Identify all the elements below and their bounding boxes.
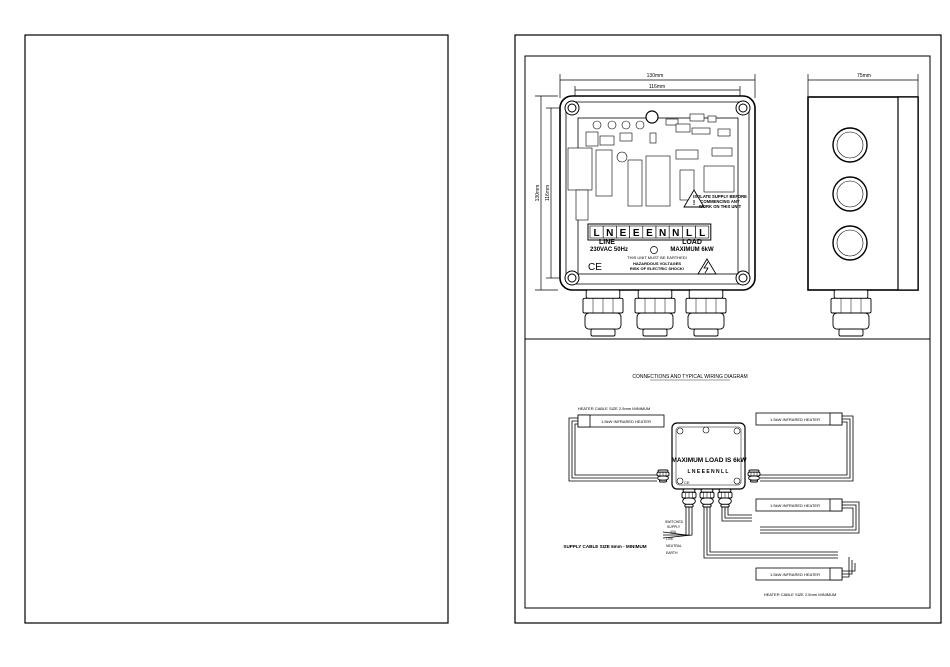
wire [760, 507, 854, 528]
wire [760, 501, 860, 534]
exclamation-glyph: ! [693, 200, 695, 207]
terminal-letter: E [633, 228, 640, 239]
heater-right-mid-label: 1.5kW INFRARED HEATER [770, 503, 820, 508]
supply-cable-label: SUPPLY CABLE SIZE 6mm - MINIMUM [563, 544, 646, 549]
cable-gland [582, 289, 624, 337]
hazard-notice-1: HAZARDOUS VOLTAGES [633, 261, 681, 266]
wire [842, 560, 853, 575]
supply-label-switched: SWITCHED [665, 520, 684, 524]
heater-right-top-label: 1.5kW INFRARED HEATER [770, 417, 820, 422]
heater-left-label: 1.5kW INFRARED HEATER [601, 419, 651, 424]
dim-overall-height: 130mm [535, 185, 541, 202]
load-label: LOAD [682, 239, 702, 246]
supply-label-40a: 40A [670, 530, 677, 534]
wire [574, 423, 657, 476]
supply-label-live: LIVE [666, 537, 674, 541]
side-gland [830, 289, 872, 337]
wire [760, 421, 848, 476]
dim-depth: 75mm [857, 73, 871, 79]
heaters [577, 412, 843, 581]
diagram-frame [524, 55, 931, 609]
corner-screws [564, 100, 751, 286]
mini-ce-mark: CE [684, 480, 690, 485]
terminal-letter: N [606, 228, 613, 239]
cable-gland [747, 469, 761, 483]
dim-overall-width: 130mm [647, 73, 664, 79]
heater-right-bottom-label: 1.5kW INFRARED HEATER [770, 572, 820, 577]
wire [727, 507, 752, 516]
hazard-notice-2: RISK OF ELECTRIC SHOCK! [630, 266, 684, 271]
wire [568, 417, 657, 482]
dim-inner-width: 116mm [649, 84, 665, 90]
wire [760, 418, 851, 479]
heater-wires [568, 415, 860, 578]
isolate-warning-3: WORK ON THIS UNIT [699, 204, 742, 209]
cable-gland [699, 488, 715, 508]
pcb-components [567, 110, 735, 221]
line-label: LINE [599, 239, 615, 246]
wire [724, 507, 752, 519]
wire [571, 420, 657, 479]
wire [662, 507, 693, 539]
wire [760, 504, 857, 531]
warning-triangle-icon [683, 189, 705, 208]
isolate-warning-2: COMMENCING ANY [700, 199, 740, 204]
knockouts [832, 127, 868, 261]
supply-labels: SWITCHED SUPPLY 40A LIVE NEUTRAL EARTH [665, 520, 684, 555]
terminal-letter: L [594, 228, 600, 239]
supply-label-earth: EARTH [666, 551, 678, 555]
side-lid [897, 96, 919, 291]
wire [703, 507, 838, 559]
cable-gland [830, 289, 872, 337]
enclosure-lid-edge [565, 101, 750, 285]
terminal-letter: L [699, 228, 705, 239]
mini-glands [656, 469, 761, 508]
heater-cable-top-label: HEATER CABLE SIZE 2.5mm MINIMUM [578, 406, 651, 411]
cable-gland [656, 469, 670, 483]
lightning-bolt-icon [703, 261, 709, 274]
mini-unit [671, 422, 746, 490]
side-view: 75mm [807, 73, 919, 337]
earth-symbol-icon [650, 246, 658, 254]
mini-terminals: L N E E E N N L L [688, 469, 729, 475]
max-load-label: MAXIMUM LOAD IS 6kW [671, 457, 747, 464]
heater-cable-bottom-label: HEATER CABLE SIZE 2.5mm MINIMUM [764, 592, 837, 597]
front-view: 130mm 116mm 130mm 116mm [535, 73, 756, 337]
wire [709, 507, 838, 553]
wire [842, 563, 856, 572]
cable-glands [582, 289, 727, 337]
line-rating: 230VAC 50Hz [590, 247, 628, 253]
supply-label-supply: SUPPLY [667, 525, 681, 529]
supply-label-neutral: NEUTRAL [666, 544, 682, 548]
isolate-warning-1: ISOLATE SUPPLY BEFORE [693, 194, 747, 199]
dim-inner-height: 116mm [545, 185, 551, 201]
wire [842, 557, 850, 578]
terminal-letter: E [646, 228, 653, 239]
cable-gland [717, 488, 733, 508]
terminal-letter: N [672, 228, 679, 239]
terminal-letter: E [620, 228, 627, 239]
wire [706, 507, 838, 556]
load-rating: MAXIMUM 6kW [670, 247, 714, 253]
wire [760, 415, 854, 482]
wiring-diagram: CONNECTIONS AND TYPICAL WIRING DIAGRAM M… [563, 374, 860, 597]
cable-gland [634, 289, 676, 337]
wire [721, 507, 752, 522]
terminal-box [695, 225, 710, 239]
cable-gland [681, 488, 697, 508]
earth-notice: THIS UNIT MUST BE EARTHED! [627, 255, 687, 260]
wiring-title: CONNECTIONS AND TYPICAL WIRING DIAGRAM [632, 374, 747, 380]
shock-hazard-icon [697, 258, 717, 275]
terminal-letter: N [659, 228, 666, 239]
ce-mark: CE [588, 262, 602, 273]
left-blank-page [24, 34, 449, 624]
terminal-letter: L [686, 228, 692, 239]
cable-gland [685, 289, 727, 337]
